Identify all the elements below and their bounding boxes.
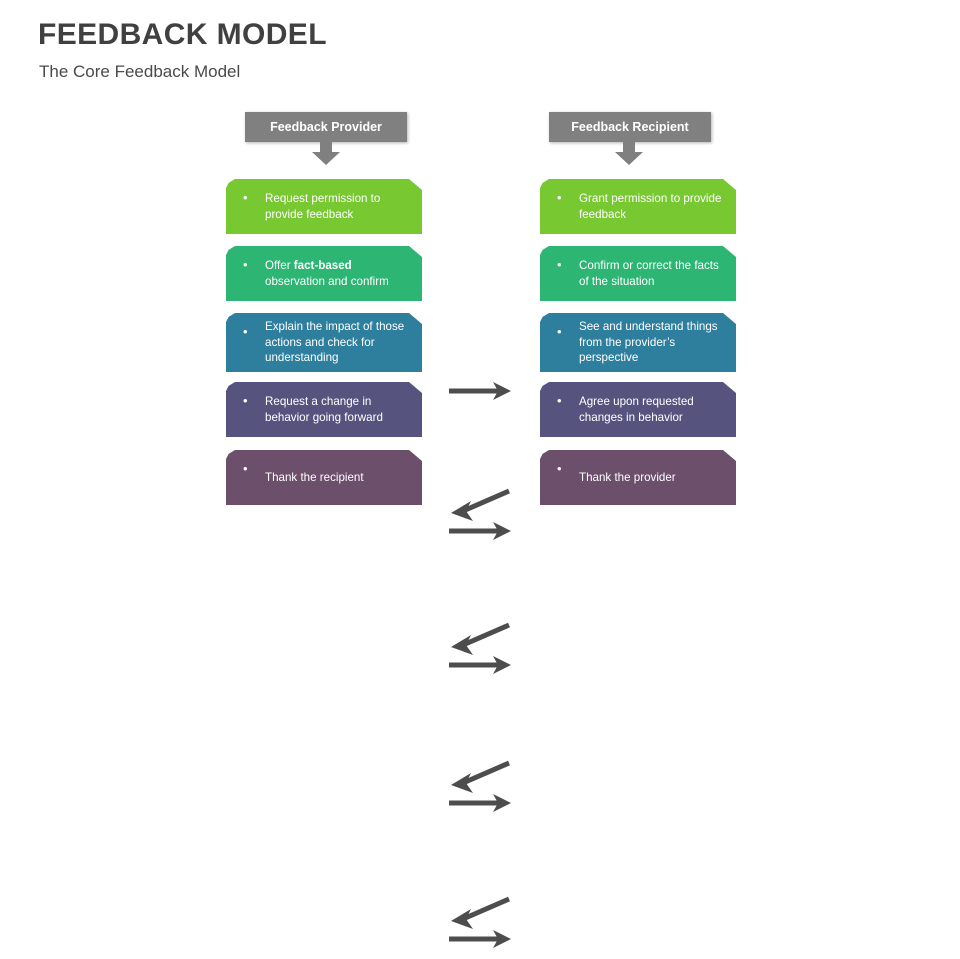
step-text-right: See and understand things from the provi… (579, 320, 718, 365)
step-box-right[interactable]: • Confirm or correct the facts of the si… (540, 246, 736, 301)
step-text-left: Request permission to provide feedback (265, 192, 381, 221)
arrow-group (447, 488, 513, 551)
arrow-group (447, 369, 513, 431)
step-text-right: Thank the provider (579, 470, 676, 484)
bullet-icon: • (557, 257, 562, 272)
step-box-left[interactable]: • Request permission to provide feedback (226, 179, 422, 234)
step-box-right[interactable]: • Thank the provider (540, 450, 736, 505)
step-text-right: Grant permission to provide feedback (579, 192, 722, 221)
column-header-provider-label: Feedback Provider (270, 120, 382, 134)
step-box-right[interactable]: • See and understand things from the pro… (540, 313, 736, 372)
flow-row: • Request permission to provide feedback… (0, 179, 960, 400)
bullet-icon: • (557, 324, 562, 339)
step-box-left[interactable]: • Offer fact-based observation and confi… (226, 246, 422, 301)
step-text-right: Confirm or correct the facts of the situ… (579, 259, 719, 288)
bullet-icon: • (243, 190, 248, 205)
arrow-group (447, 760, 513, 823)
bullet-icon: • (243, 324, 248, 339)
column-header-recipient: Feedback Recipient (549, 112, 711, 142)
page-subtitle: The Core Feedback Model (39, 62, 241, 81)
bullet-icon: • (557, 190, 562, 205)
step-text-left: Explain the impact of those actions and … (265, 320, 405, 365)
bullet-icon: • (243, 461, 248, 476)
arrow-group (447, 622, 513, 685)
step-text-left: Thank the recipient (265, 470, 364, 484)
page-title: FEEDBACK MODEL (38, 18, 327, 51)
bullet-icon: • (243, 257, 248, 272)
flow-row: • Explain the impact of those actions an… (0, 313, 960, 674)
bullet-icon: • (557, 461, 562, 476)
step-box-left[interactable]: • Request a change in behavior going for… (226, 382, 422, 437)
step-box-right[interactable]: • Grant permission to provide feedback (540, 179, 736, 234)
step-box-left[interactable]: • Explain the impact of those actions an… (226, 313, 422, 372)
step-box-left[interactable]: • Thank the recipient (226, 450, 422, 505)
arrow-group (447, 896, 513, 959)
step-text-bold: fact-based (293, 259, 352, 273)
bullet-icon: • (243, 393, 248, 408)
step-text-right: Agree upon requested changes in behavior (579, 395, 694, 424)
step-text-left: Request a change in behavior going forwa… (265, 395, 383, 424)
flow-row: • Thank the recipient • Thank the provid… (0, 450, 960, 948)
step-text-left: Offer fact-based observation and confirm (265, 258, 412, 289)
flow-row: • Request a change in behavior going for… (0, 382, 960, 812)
down-arrow-icon-recipient (614, 142, 644, 166)
step-text-post: observation and confirm (265, 274, 389, 288)
bullet-icon: • (557, 393, 562, 408)
column-header-recipient-label: Feedback Recipient (571, 120, 689, 134)
step-box-right[interactable]: • Agree upon requested changes in behavi… (540, 382, 736, 437)
step-text-pre: Offer (265, 259, 294, 273)
flow-row: • Offer fact-based observation and confi… (0, 246, 960, 540)
down-arrow-icon-provider (311, 142, 341, 166)
column-header-provider: Feedback Provider (245, 112, 407, 142)
